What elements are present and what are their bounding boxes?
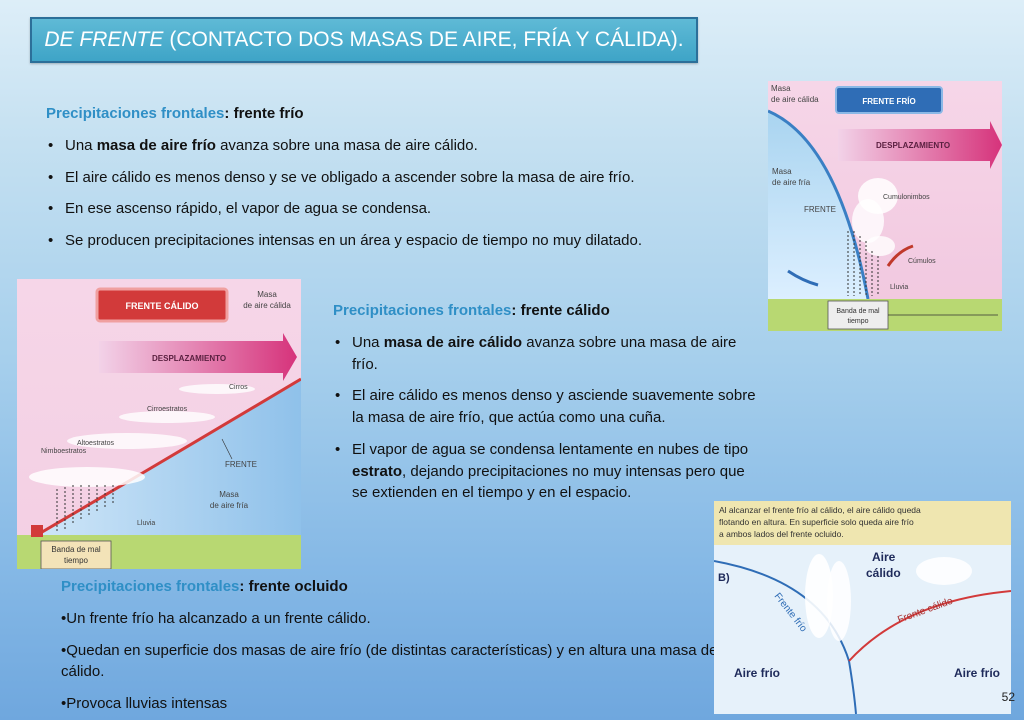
svg-text:Lluvia: Lluvia	[137, 520, 155, 527]
bullet-item: El aire cálido es menos denso y asciende…	[333, 385, 763, 429]
paragraph: •Un frente frío ha alcanzado a un frente…	[61, 609, 371, 627]
bullet-list-frio: Una masa de aire frío avanza sobre una m…	[46, 135, 696, 252]
figure-frente-ocluido: Al alcanzar el frente frío al cálido, el…	[714, 501, 1011, 714]
paragraph: •Quedan en superficie dos masas de aire …	[61, 641, 747, 681]
svg-text:de aire cálida: de aire cálida	[243, 301, 291, 310]
bullet-item: En ese ascenso rápido, el vapor de agua …	[46, 198, 696, 220]
svg-text:Nimboestratos: Nimboestratos	[41, 448, 87, 455]
page-number: 52	[1001, 690, 1015, 704]
svg-text:Lluvia: Lluvia	[890, 284, 908, 291]
figure-frente-calido: FRENTE CÁLIDO Masa de aire cálida DESPLA…	[17, 279, 301, 569]
svg-text:de aire fría: de aire fría	[210, 501, 249, 510]
svg-text:Aire frío: Aire frío	[954, 666, 1000, 680]
figure-frente-frio: FRENTE FRÍO Masa de aire cálida DESPLAZA…	[768, 81, 1002, 331]
svg-text:flotando en altura. En superfi: flotando en altura. En superficie solo q…	[719, 517, 914, 527]
svg-text:tiempo: tiempo	[64, 556, 89, 565]
badge-frente-frio: FRENTE FRÍO	[862, 97, 915, 106]
svg-text:Masa: Masa	[772, 167, 792, 176]
bullet-list-calido: Una masa de aire cálido avanza sobre una…	[333, 332, 763, 504]
svg-text:B): B)	[718, 572, 730, 584]
svg-text:Masa: Masa	[219, 490, 239, 499]
bullet-item: Una masa de aire cálido avanza sobre una…	[333, 332, 763, 376]
svg-text:Aire: Aire	[872, 550, 896, 564]
title-italic: DE FRENTE	[44, 28, 164, 51]
svg-text:Masa: Masa	[771, 84, 791, 93]
svg-text:FRENTE: FRENTE	[804, 205, 836, 214]
title-rest: (CONTACTO DOS MASAS DE AIRE, FRÍA Y CÁLI…	[169, 28, 684, 51]
label-desplazamiento: DESPLAZAMIENTO	[152, 354, 226, 363]
bullet-item: El aire cálido es menos denso y se ve ob…	[46, 167, 696, 189]
svg-text:tiempo: tiempo	[847, 318, 868, 325]
section-frente-calido: Precipitaciones frontales: frente cálido…	[333, 300, 763, 514]
section-frente-frio: Precipitaciones frontales: frente frío U…	[46, 103, 696, 262]
heading-frente-calido: Precipitaciones frontales: frente cálido	[333, 302, 610, 319]
svg-text:Cumulonimbos: Cumulonimbos	[883, 194, 930, 201]
bullet-item: Una masa de aire frío avanza sobre una m…	[46, 135, 696, 157]
svg-text:FRENTE: FRENTE	[225, 460, 257, 469]
svg-text:cálido: cálido	[866, 566, 901, 580]
heading-frente-frio: Precipitaciones frontales: frente frío	[46, 105, 304, 122]
svg-text:Banda de mal: Banda de mal	[51, 545, 101, 554]
paragraph: •Provoca lluvias intensas	[61, 695, 228, 712]
label-desplazamiento: DESPLAZAMIENTO	[876, 141, 950, 150]
bullet-item: Se producen precipitaciones intensas en …	[46, 230, 646, 252]
slide-title: DE FRENTE (CONTACTO DOS MASAS DE AIRE, F…	[30, 17, 698, 63]
svg-text:Cirroestratos: Cirroestratos	[147, 406, 188, 413]
svg-text:Cúmulos: Cúmulos	[908, 258, 936, 265]
svg-text:Masa: Masa	[257, 290, 277, 299]
heading-frente-ocluido: Precipitaciones frontales: frente ocluid…	[61, 578, 348, 595]
svg-text:a ambos lados del frente oclui: a ambos lados del frente ocluido.	[719, 529, 844, 539]
svg-text:Al alcanzar el frente frío al: Al alcanzar el frente frío al cálido, el…	[719, 505, 921, 515]
section-frente-ocluido: Precipitaciones frontales: frente ocluid…	[61, 576, 781, 720]
bullet-item: El vapor de agua se condensa lentamente …	[333, 439, 763, 504]
svg-text:de aire fría: de aire fría	[772, 178, 811, 187]
svg-text:Altoestratos: Altoestratos	[77, 440, 114, 447]
svg-text:de aire cálida: de aire cálida	[771, 95, 819, 104]
svg-text:Banda de mal: Banda de mal	[836, 308, 880, 315]
badge-frente-calido: FRENTE CÁLIDO	[126, 301, 199, 311]
svg-text:Cirros: Cirros	[229, 384, 248, 391]
svg-text:Aire frío: Aire frío	[734, 666, 780, 680]
